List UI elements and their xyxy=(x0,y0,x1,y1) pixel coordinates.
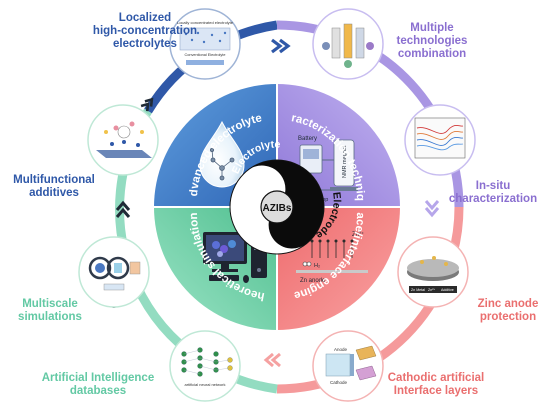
label-line: In-situ xyxy=(475,180,511,192)
double-chevron-up-icon xyxy=(115,200,131,218)
satellite-in-situ xyxy=(404,104,476,176)
label-in-situ-characterization: In-situ characterization xyxy=(443,180,543,206)
label-line: combination xyxy=(397,48,467,60)
label-localized-high-concentration-electrolytes: Localized high-concentration electrolyte… xyxy=(80,12,210,51)
label-line: Artificial Intelligence xyxy=(41,372,155,384)
label-multiscale-simulations: Multiscale simulations xyxy=(12,298,88,324)
satellite-cathodic: Anode Cathode xyxy=(312,330,384,402)
label-line: Multiscale xyxy=(22,298,78,310)
satellite-multifunctional-additives xyxy=(87,104,159,176)
label-line: databases xyxy=(69,385,127,397)
label-line: Zinc anode xyxy=(477,298,539,310)
satellite-zinc-anode: Zn Metal Zn²⁺ Additive xyxy=(397,236,469,308)
zn2-ion-label: Zn²⁺ xyxy=(352,231,364,238)
battery-label: Battery xyxy=(298,136,317,142)
satellite-multiscale xyxy=(78,236,150,308)
label-line: Multifunctional xyxy=(13,174,95,186)
water-drop-illustration xyxy=(199,120,245,188)
label-line: technologies xyxy=(396,35,468,47)
satellite-ai-databases: artificial neural network xyxy=(169,330,241,402)
center-yin-yang: AZIBs Electrolyte Electrode xyxy=(229,138,343,255)
label-line: high-concentration xyxy=(92,25,198,37)
label-line: simulations xyxy=(18,311,82,323)
cathode-label: Cathode xyxy=(330,380,348,385)
legend-zn2: Zn²⁺ xyxy=(428,288,435,292)
h2-label: H₂ xyxy=(314,263,320,269)
label-line: protection xyxy=(479,311,537,323)
legend-zn-metal: Zn Metal xyxy=(411,288,425,292)
anode-label: Anode xyxy=(334,347,348,352)
label-line: characterization xyxy=(448,193,538,205)
double-chevron-down-icon xyxy=(424,200,440,218)
satellite-lhce: Locally concentrated electrolyte Convent… xyxy=(169,8,241,80)
label-line: Multiple xyxy=(410,22,454,34)
lhce-inset-title: Locally concentrated electrolyte xyxy=(177,20,234,25)
label-line: Localized xyxy=(118,12,172,24)
label-cathodic-artificial-interface-layers: Cathodic artificial Interface layers xyxy=(378,372,494,398)
ann-label: artificial neural network xyxy=(185,382,226,387)
satellite-multiple-tech xyxy=(312,8,384,80)
label-artificial-intelligence-databases: Artificial Intelligence databases xyxy=(30,372,166,398)
label-line: electrolytes xyxy=(113,38,177,50)
label-multiple-technologies-combination: Multiple technologies combination xyxy=(384,22,480,61)
double-chevron-left-icon xyxy=(263,352,281,368)
label-zinc-anode-protection: Zinc anode protection xyxy=(470,298,546,324)
label-line: Cathodic artificial xyxy=(387,372,485,384)
nmr-magnet-label: NMR magnet xyxy=(342,145,348,178)
double-chevron-right-icon xyxy=(271,38,291,54)
legend-additive: Additive xyxy=(441,288,454,292)
zn-anode-illustration: Zn²⁺ H₂ Zn anode xyxy=(296,231,368,284)
lhce-inset-bottom: Conventional Electrolyte xyxy=(185,53,226,57)
arrow-icon xyxy=(140,97,154,112)
zn-anode-label: Zn anode xyxy=(300,278,326,284)
center-label: AZIBs xyxy=(263,203,292,214)
label-multifunctional-additives: Multifunctional additives xyxy=(4,174,104,200)
label-line: Interface layers xyxy=(393,385,479,397)
label-line: additives xyxy=(29,187,79,199)
